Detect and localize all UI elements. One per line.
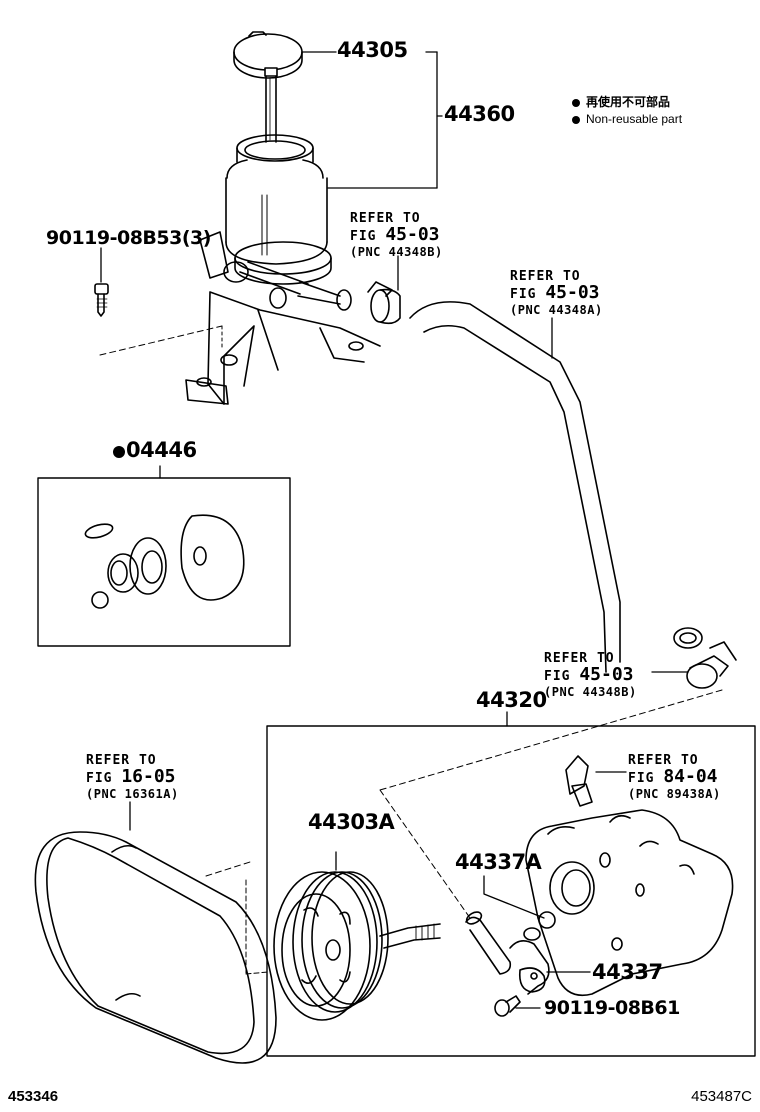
pulley-drawing <box>273 851 441 1021</box>
ref-pnc: (PNC 44348B) <box>350 245 443 259</box>
legend: 再使用不可部品 Non-reusable part <box>572 94 682 128</box>
ref-fig-number: 45-03 <box>545 282 600 303</box>
ref-line1: REFER TO <box>86 753 157 768</box>
legend-text-en: Non-reusable part <box>586 112 683 126</box>
ref-line1: REFER TO <box>544 651 615 666</box>
part-number-union[interactable]: 44337 <box>592 960 663 984</box>
reference-clamp-lower[interactable]: REFER TO FIG 45-03 (PNC 44348B) <box>544 652 637 698</box>
legend-text-jp: 再使用不可部品 <box>586 95 671 109</box>
ref-fig-number: 45-03 <box>385 224 440 245</box>
pump-assembly-box <box>266 711 756 1057</box>
part-number-union-bolt[interactable]: 90119-08B61 <box>544 997 680 1019</box>
ref-fig-prefix: FIG <box>510 287 537 302</box>
ref-pnc: (PNC 44348A) <box>510 303 603 317</box>
ref-pnc: (PNC 44348B) <box>544 685 637 699</box>
leader-cap-reservoir <box>301 51 443 189</box>
legend-item-jp: 再使用不可部品 <box>572 94 682 111</box>
legend-item-en: Non-reusable part <box>572 111 682 128</box>
lower-hose-clamp-drawing <box>379 641 737 791</box>
ref-line1: REFER TO <box>350 211 421 226</box>
pump-body-drawing <box>525 755 734 997</box>
ref-pnc: (PNC 89438A) <box>628 787 721 801</box>
reservoir-drawing <box>99 134 381 405</box>
reference-hose[interactable]: REFER TO FIG 45-03 (PNC 44348A) <box>510 270 603 316</box>
figure-code-right: 453487C <box>691 1088 752 1105</box>
gasket-kit-number: 04446 <box>126 438 197 462</box>
reference-clamp-upper[interactable]: REFER TO FIG 45-03 (PNC 44348B) <box>350 212 443 258</box>
part-number-union-oring[interactable]: 44337A <box>455 850 542 874</box>
ref-fig-prefix: FIG <box>350 229 377 244</box>
part-number-reservoir-bolt[interactable]: 90119-08B53(3) <box>46 227 211 249</box>
reference-belt[interactable]: REFER TO FIG 16-05 (PNC 16361A) <box>86 754 179 800</box>
part-number-cap[interactable]: 44305 <box>337 38 408 62</box>
part-number-reservoir[interactable]: 44360 <box>444 102 515 126</box>
gasket-kit-box <box>37 465 291 647</box>
part-number-pulley[interactable]: 44303A <box>308 810 395 834</box>
ref-fig-prefix: FIG <box>86 771 113 786</box>
union-bolt-drawing <box>494 995 541 1017</box>
drive-belt-drawing <box>34 801 277 1064</box>
filled-circle-bullet-icon <box>572 115 580 124</box>
ref-fig-number: 16-05 <box>121 766 176 787</box>
return-hose-drawing <box>409 301 703 673</box>
ref-fig-prefix: FIG <box>628 771 655 786</box>
filled-circle-bullet-icon <box>572 98 580 107</box>
ref-pnc: (PNC 16361A) <box>86 787 179 801</box>
reservoir-bolt-drawing <box>94 247 109 317</box>
part-number-pump-assembly[interactable]: 44320 <box>476 688 547 712</box>
reservoir-cap-drawing <box>233 31 303 143</box>
non-reusable-bullet-icon <box>113 446 125 458</box>
part-number-gasket-kit[interactable]: 04446 <box>113 440 197 461</box>
ref-fig-number: 84-04 <box>663 766 718 787</box>
union-drawing <box>379 789 591 995</box>
ref-line1: REFER TO <box>510 269 581 284</box>
ref-fig-number: 45-03 <box>579 664 634 685</box>
reference-pressure-switch[interactable]: REFER TO FIG 84-04 (PNC 89438A) <box>628 754 721 800</box>
ref-fig-prefix: FIG <box>544 669 571 684</box>
ref-line1: REFER TO <box>628 753 699 768</box>
figure-code-left: 453346 <box>8 1088 59 1105</box>
upper-hose-clamp-drawing <box>367 255 401 325</box>
